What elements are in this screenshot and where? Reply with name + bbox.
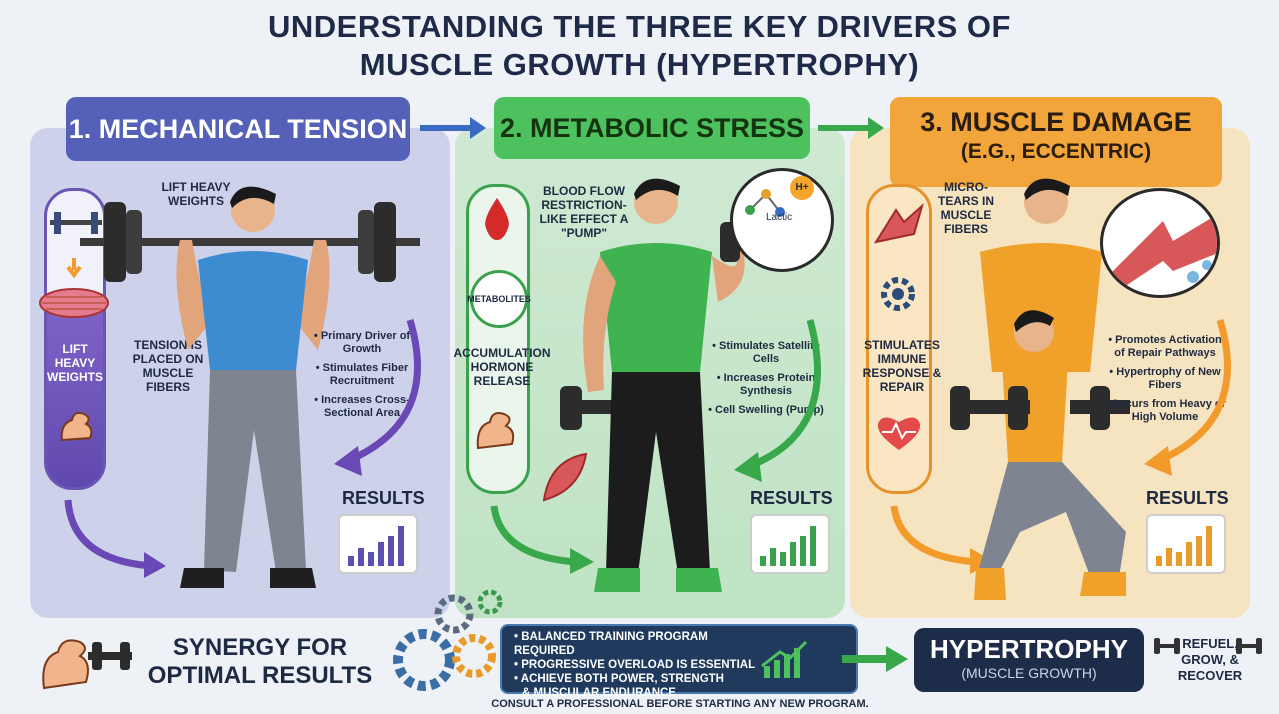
- molecule-zoom-circle: [730, 168, 834, 272]
- curved-arrow-icon: [734, 319, 821, 482]
- molecule-icon: [745, 189, 785, 217]
- hypertrophy-sub: (MUSCLE GROWTH): [961, 665, 1097, 681]
- bullet-item: • Primary Driver of Growth: [313, 330, 411, 355]
- results-label-3: RESULTS: [1146, 488, 1229, 508]
- dumbbell-icon: [1154, 638, 1180, 654]
- bullet-item: • Promotes Activation of Repair Pathways: [1108, 334, 1222, 359]
- bullet-item: • Stimulates Fiber Recruitment: [315, 362, 409, 387]
- bullet-item: • Cell Swelling (Pump): [708, 404, 824, 416]
- accumulation-label: ACCUMULATION HORMONE RELEASE: [453, 346, 551, 388]
- athlete-barbell-figure: [80, 186, 420, 588]
- blood-drop-icon: [485, 198, 509, 240]
- immune-label: STIMULATES IMMUNE RESPONSE & REPAIR: [862, 338, 942, 394]
- curved-arrow-icon: [1144, 318, 1231, 476]
- heart-icon: [877, 417, 921, 450]
- pill-label: LIFT HEAVY WEIGHTS: [47, 342, 103, 384]
- curved-arrow-icon: [64, 499, 166, 578]
- curved-arrow-icon: [490, 505, 594, 574]
- arrow-right-icon: [420, 117, 486, 139]
- bullet-list-3: • Promotes Activation of Repair Pathways…: [1104, 334, 1226, 424]
- ion-badge: H+: [790, 176, 814, 200]
- training-bullets: • BALANCED TRAINING PROGRAM REQUIRED • P…: [514, 630, 764, 700]
- hypertrophy-box: HYPERTROPHY (MUSCLE GROWTH): [914, 628, 1144, 692]
- results-chart-icon: [750, 514, 830, 574]
- barbell-icon: [50, 212, 102, 234]
- bullet-list-2: • Stimulates Satellite Cells • Increases…: [708, 340, 824, 417]
- title-line-2: MUSCLE GROWTH (HYPERTROPHY): [359, 47, 920, 82]
- title-line-1: UNDERSTANDING THE THREE KEY DRIVERS OF: [268, 9, 1011, 44]
- bullet-item: • Stimulates Satellite Cells: [712, 340, 820, 365]
- gears-icon: [393, 589, 503, 691]
- blood-flow-label: BLOOD FLOW RESTRICTION-LIKE EFFECT A "PU…: [539, 184, 629, 240]
- header-muscle-damage-sub: (E.G., ECCENTRIC): [960, 140, 1152, 163]
- dumbbell-icon: [1236, 638, 1262, 654]
- bullet-item: • ACHIEVE BOTH POWER, STRENGTH: [514, 673, 724, 685]
- arrow-right-icon: [818, 117, 884, 139]
- metabolites-circle: [470, 270, 528, 328]
- arrow-right-icon: [842, 646, 908, 672]
- header-muscle-damage: 3. MUSCLE DAMAGE (E.G., ECCENTRIC): [890, 97, 1222, 187]
- torn-fiber-icon: [873, 202, 924, 244]
- arrow-down-icon: [66, 258, 82, 279]
- curved-arrow-icon: [334, 318, 421, 476]
- bullet-item: • Increases Cross-Sectional Area: [314, 394, 410, 419]
- results-label-1: RESULTS: [342, 488, 425, 508]
- bullet-item: • BALANCED TRAINING PROGRAM REQUIRED: [514, 631, 708, 657]
- header-muscle-damage-title: 3. MUSCLE DAMAGE: [920, 107, 1192, 137]
- torn-fiber-icon: [1103, 214, 1217, 295]
- growth-chart-icon: [761, 640, 808, 678]
- results-chart-icon: [1146, 514, 1226, 574]
- muscle-fiber-icon: [39, 288, 109, 318]
- header-metabolic-stress: 2. METABOLIC STRESS: [494, 97, 810, 159]
- bullet-item: & MUSCULAR ENDURANCE: [522, 687, 676, 699]
- refuel-label: REFUEL, GROW, & RECOVER: [1177, 636, 1243, 683]
- hypertrophy-label: HYPERTROPHY: [930, 634, 1128, 664]
- flexed-bicep-icon: [476, 412, 515, 450]
- bullet-item: • Hypertrophy of New Fibers: [1109, 366, 1221, 391]
- bullet-list-1: • Primary Driver of Growth • Stimulates …: [312, 330, 412, 420]
- flexed-arm-dumbbell-icon: [42, 639, 132, 690]
- results-label-2: RESULTS: [750, 488, 833, 508]
- lift-heavy-label: LIFT HEAVY WEIGHTS: [161, 180, 231, 208]
- athlete-lunge-figure: [950, 178, 1130, 600]
- disclaimer: CONSULT A PROFESSIONAL BEFORE STARTING A…: [491, 698, 869, 710]
- micro-tear-zoom-circle: [1100, 188, 1220, 298]
- bullet-item: • Occurs from Heavy or High Volume: [1104, 398, 1226, 423]
- micro-tears-label: MICRO-TEARS IN MUSCLE FIBERS: [937, 180, 994, 236]
- bullet-item: • Increases Protein Synthesis: [716, 372, 816, 397]
- lactic-label: Lactic: [766, 212, 793, 223]
- header-mechanical-tension: 1. MECHANICAL TENSION: [66, 97, 410, 161]
- tension-label: TENSION IS PLACED ON MUSCLE FIBERS: [132, 338, 204, 394]
- metabolites-label: METABOLITES: [467, 294, 531, 304]
- muscle-fiber-icon: [542, 452, 588, 502]
- flexed-bicep-icon: [60, 411, 93, 442]
- synergy-label: SYNERGY FOR OPTIMAL RESULTS: [147, 634, 373, 689]
- bullet-item: • PROGRESSIVE OVERLOAD IS ESSENTIAL: [514, 659, 756, 671]
- gear-wrench-icon: [881, 277, 915, 311]
- results-chart-icon: [338, 514, 418, 574]
